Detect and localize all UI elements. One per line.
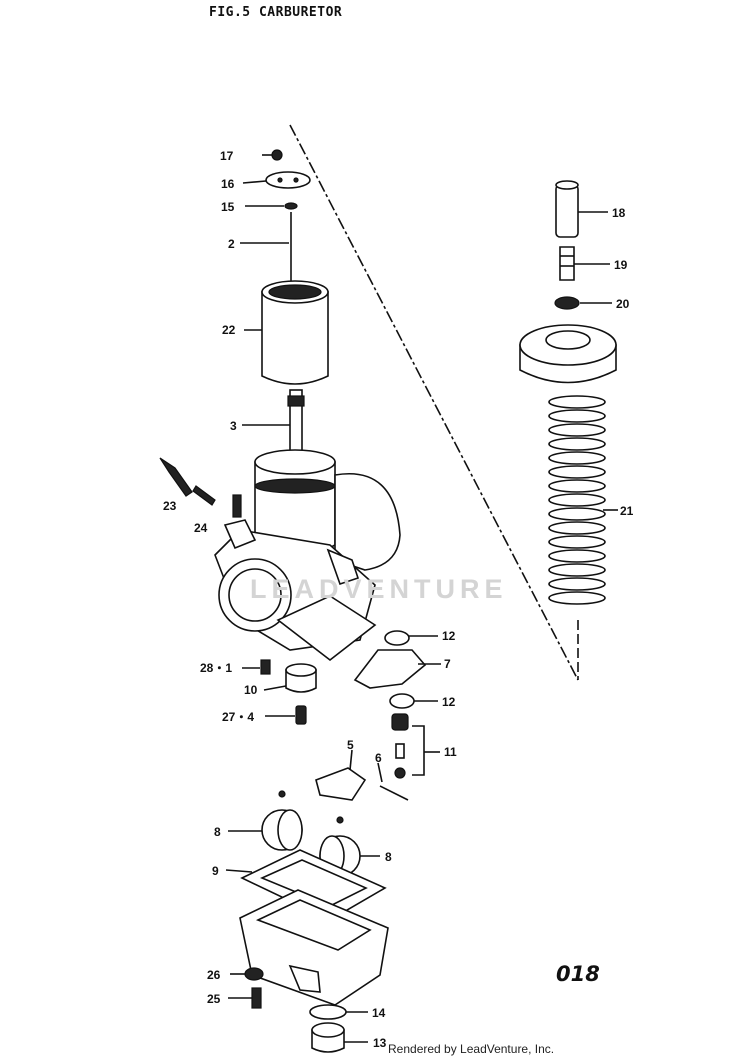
screw-part-23 bbox=[159, 457, 193, 497]
jet-holder-part-10 bbox=[263, 663, 317, 693]
float-pivot-part-5 bbox=[315, 749, 367, 801]
page-number: 018 bbox=[556, 962, 600, 986]
callout-7: 7 bbox=[444, 657, 451, 671]
spring-coil bbox=[548, 535, 606, 549]
callout-17: 17 bbox=[220, 149, 234, 163]
washer-part-26 bbox=[230, 967, 264, 981]
callout-8b: 8 bbox=[385, 850, 392, 864]
gasket-part-12 bbox=[384, 630, 438, 646]
callout-6: 6 bbox=[375, 751, 382, 765]
spring-coil bbox=[548, 437, 606, 451]
spring-coil bbox=[548, 563, 606, 577]
callout-11: 11 bbox=[444, 745, 457, 759]
float-chamber-bowl bbox=[239, 889, 389, 1006]
callout-24: 24 bbox=[194, 521, 208, 535]
callout-21: 21 bbox=[620, 504, 634, 518]
callout-14: 14 bbox=[372, 1006, 386, 1020]
callout-15: 15 bbox=[221, 200, 235, 214]
jet-part-28 bbox=[242, 659, 271, 675]
float-part-8 bbox=[228, 790, 303, 851]
callout-28-1: 28・1 bbox=[200, 661, 232, 675]
spring-coil bbox=[548, 395, 606, 409]
nut-part-20 bbox=[554, 296, 612, 310]
callout-27-4: 27・4 bbox=[222, 710, 254, 724]
jet-part-3 bbox=[242, 389, 305, 469]
spring-coil bbox=[548, 521, 606, 535]
callout-18: 18 bbox=[612, 206, 626, 220]
spring-coil bbox=[548, 591, 606, 605]
float-arm-part-7 bbox=[353, 649, 441, 689]
spring-coil bbox=[548, 549, 606, 563]
carburetor-body bbox=[214, 449, 401, 662]
mixing-chamber-top bbox=[519, 324, 617, 384]
clip-part-15 bbox=[245, 202, 298, 210]
callout-22: 22 bbox=[222, 323, 236, 337]
callout-23: 23 bbox=[163, 499, 177, 513]
spring-coil bbox=[548, 493, 606, 507]
callout-13: 13 bbox=[373, 1036, 387, 1050]
callout-2: 2 bbox=[228, 237, 235, 251]
spring-coil bbox=[548, 451, 606, 465]
drain-screw-part-25 bbox=[228, 987, 262, 1009]
spring-part-24 bbox=[192, 485, 216, 506]
callout-12b: 12 bbox=[442, 695, 456, 709]
callout-3: 3 bbox=[230, 419, 237, 433]
plate-part-16 bbox=[242, 171, 311, 189]
throttle-valve-part-22 bbox=[244, 280, 329, 385]
watermark: LEADVENTURE bbox=[250, 574, 508, 604]
credit-text: Rendered by LeadVenture, Inc. bbox=[388, 1042, 555, 1056]
adjuster-part-19 bbox=[559, 246, 610, 281]
needle-valve-part-11 bbox=[391, 713, 440, 779]
callout-16: 16 bbox=[221, 177, 235, 191]
cap-part-18 bbox=[555, 180, 608, 238]
screw-part-17 bbox=[262, 149, 283, 161]
callout-19: 19 bbox=[614, 258, 628, 272]
callout-20: 20 bbox=[616, 297, 630, 311]
callout-9: 9 bbox=[212, 864, 219, 878]
spring-coil bbox=[548, 577, 606, 591]
gasket-part-12 bbox=[389, 693, 438, 709]
figure-title: FIG.5 CARBURETOR bbox=[209, 5, 343, 20]
callout-25: 25 bbox=[207, 992, 221, 1006]
jet-part-27 bbox=[265, 705, 307, 725]
spring-part-21 bbox=[548, 395, 606, 605]
spring-coil bbox=[548, 479, 606, 493]
spring-coil bbox=[548, 423, 606, 437]
o-ring-part-14 bbox=[309, 1004, 368, 1020]
callout-12a: 12 bbox=[442, 629, 456, 643]
callout-26: 26 bbox=[207, 968, 221, 982]
spring-coil bbox=[548, 465, 606, 479]
callout-10: 10 bbox=[244, 683, 258, 697]
pin-part-6 bbox=[377, 762, 409, 801]
plug-part-13 bbox=[311, 1022, 368, 1053]
assembly-guide-line bbox=[289, 124, 579, 681]
callout-5: 5 bbox=[347, 738, 354, 752]
callout-8a: 8 bbox=[214, 825, 221, 839]
spring-coil bbox=[548, 409, 606, 423]
spring-coil bbox=[548, 507, 606, 521]
